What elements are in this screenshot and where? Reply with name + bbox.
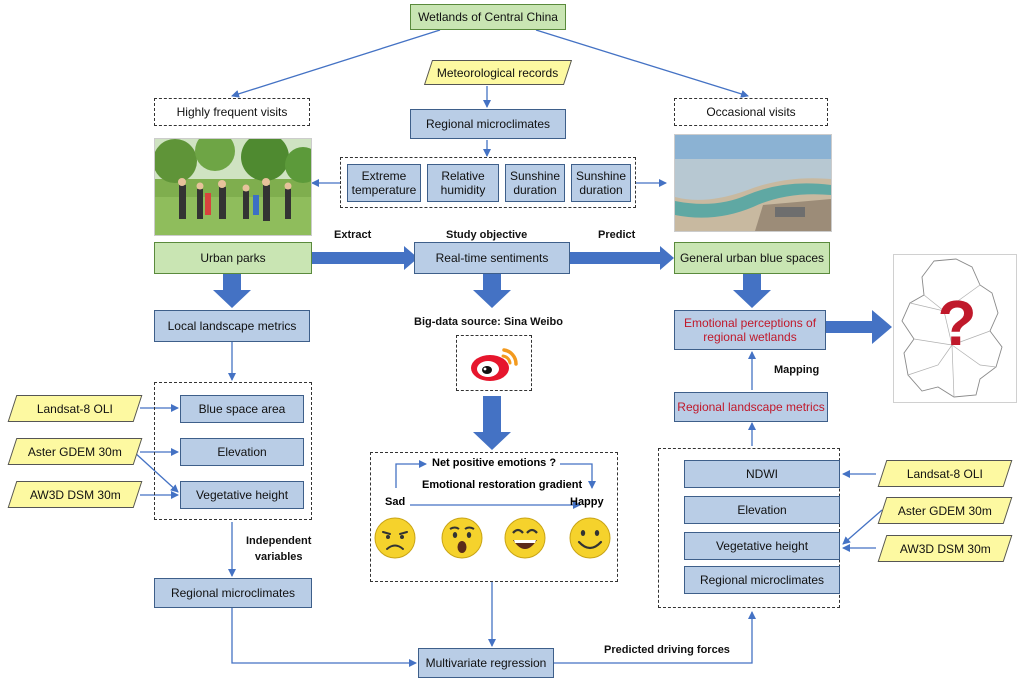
emotional-perceptions-line1: Emotional perceptions of <box>683 316 817 330</box>
blue-space-area-box: Blue space area <box>180 395 304 423</box>
real-time-sentiments-box: Real-time sentiments <box>414 242 570 274</box>
microclimate-item-line1: Relative <box>441 169 485 183</box>
general-urban-blue-spaces-box: General urban blue spaces <box>674 242 830 274</box>
microclimate-item-line2: duration <box>513 183 557 197</box>
aw3d-left-label: AW3D DSM 30m <box>29 487 121 502</box>
arrow-net-positive <box>395 460 427 488</box>
arrow-aster-to-veg <box>133 451 179 493</box>
aw3d-left-box: AW3D DSM 30m <box>7 481 143 508</box>
microclimate-item-line1: Extreme <box>361 169 407 183</box>
microclimate-items-group <box>340 157 636 208</box>
vegetative-height-right-box: Vegetative height <box>684 532 840 560</box>
microclimate-item-line2: temperature <box>351 183 417 197</box>
arrow-net-positive-down <box>560 463 596 489</box>
landsat-left-box: Landsat-8 OLI <box>7 395 143 422</box>
microclimate-item-line1: Sunshine <box>509 169 561 183</box>
weibo-logo-frame <box>456 335 532 391</box>
regional-landscape-metrics-box: Regional landscape metrics <box>674 392 828 422</box>
net-positive-label: Net positive emotions ? <box>432 457 557 469</box>
multivariate-regression-box: Multivariate regression <box>418 648 554 678</box>
predict-label: Predict <box>598 229 636 241</box>
meteorological-records-box: Meteorological records <box>423 60 573 85</box>
vegetative-height-left-box: Vegetative height <box>180 481 304 509</box>
microclimate-item-relative-humidity: Relative humidity <box>427 164 499 202</box>
mapping-label: Mapping <box>774 364 820 376</box>
local-metrics-group <box>154 382 312 520</box>
independent-line1: Independent <box>246 535 312 547</box>
aster-right-box: Aster GDEM 30m <box>877 497 1013 524</box>
landsat-left-label: Landsat-8 OLI <box>36 401 114 416</box>
predicted-driving-forces-label: Predicted driving forces <box>604 644 730 656</box>
elevation-left-box: Elevation <box>180 438 304 466</box>
surprised-face-icon <box>441 517 483 559</box>
big-data-source-label: Big-data source: Sina Weibo <box>414 316 563 328</box>
happy-label: Happy <box>570 496 604 508</box>
happy-face-icon <box>569 517 611 559</box>
wetlands-title-box: Wetlands of Central China <box>410 4 566 30</box>
arrow-title-to-frequent <box>231 29 441 98</box>
study-objective-label: Study objective <box>446 229 528 241</box>
emotional-perceptions-line2: regional wetlands <box>703 330 797 344</box>
arrow-regression-to-right <box>554 611 756 664</box>
microclimate-item-line1: Sunshine <box>575 169 627 183</box>
thick-arrow-weibo-down <box>473 396 511 450</box>
aster-left-label: Aster GDEM 30m <box>27 444 123 459</box>
map-question-mark: ? <box>937 287 977 359</box>
ndwi-box: NDWI <box>684 460 840 488</box>
landsat-right-box: Landsat-8 OLI <box>877 460 1013 487</box>
local-landscape-metrics-box: Local landscape metrics <box>154 310 310 342</box>
regional-microclimates-right-box: Regional microclimates <box>684 566 840 594</box>
arrow-title-to-occasional <box>535 29 749 98</box>
grinning-face-icon <box>504 517 546 559</box>
emotion-panel <box>370 452 618 582</box>
urban-park-photo <box>154 138 312 236</box>
blue-space-photo <box>674 134 832 232</box>
regional-microclimates-left-box: Regional microclimates <box>154 578 312 608</box>
gradient-label: Emotional restoration gradient <box>422 479 583 491</box>
independent-variables-label: Independent variables <box>246 533 311 565</box>
thick-arrow-extract <box>312 246 418 270</box>
elevation-right-box: Elevation <box>684 496 840 524</box>
aster-left-box: Aster GDEM 30m <box>7 438 143 465</box>
landsat-right-label: Landsat-8 OLI <box>906 466 984 481</box>
arrow-aster-to-veg-right <box>842 509 883 545</box>
thick-arrow-blue-down <box>733 274 771 308</box>
emotional-perceptions-box: Emotional perceptions of regional wetlan… <box>674 310 826 350</box>
sad-face-icon <box>374 517 416 559</box>
regional-microclimates-top-box: Regional microclimates <box>410 109 566 139</box>
aw3d-right-box: AW3D DSM 30m <box>877 535 1013 562</box>
sad-label: Sad <box>385 496 406 508</box>
thick-arrow-sentiment-down <box>473 274 511 308</box>
regional-metrics-group <box>658 448 840 608</box>
microclimate-item-line2: duration <box>579 183 623 197</box>
microclimate-item-sunshine-duration-2: Sunshine duration <box>571 164 631 202</box>
thick-arrow-to-map <box>826 310 892 344</box>
central-china-map: ? <box>893 254 1017 403</box>
occasional-visits-box: Occasional visits <box>674 98 828 126</box>
independent-line2: variables <box>254 551 303 563</box>
arrow-micro-to-regression <box>231 608 417 667</box>
meteorological-records-label: Meteorological records <box>437 65 559 80</box>
microclimate-item-extreme-temperature: Extreme temperature <box>347 164 421 202</box>
highly-frequent-visits-box: Highly frequent visits <box>154 98 310 126</box>
thick-arrow-parks-down <box>213 274 251 308</box>
urban-parks-box: Urban parks <box>154 242 312 274</box>
microclimate-item-line2: humidity <box>440 183 486 197</box>
microclimate-item-sunshine-duration-1: Sunshine duration <box>505 164 565 202</box>
thick-arrow-predict <box>570 246 674 270</box>
aw3d-right-label: AW3D DSM 30m <box>899 541 991 556</box>
aster-right-label: Aster GDEM 30m <box>897 503 993 518</box>
extract-label: Extract <box>334 229 372 241</box>
weibo-icon <box>471 348 518 381</box>
